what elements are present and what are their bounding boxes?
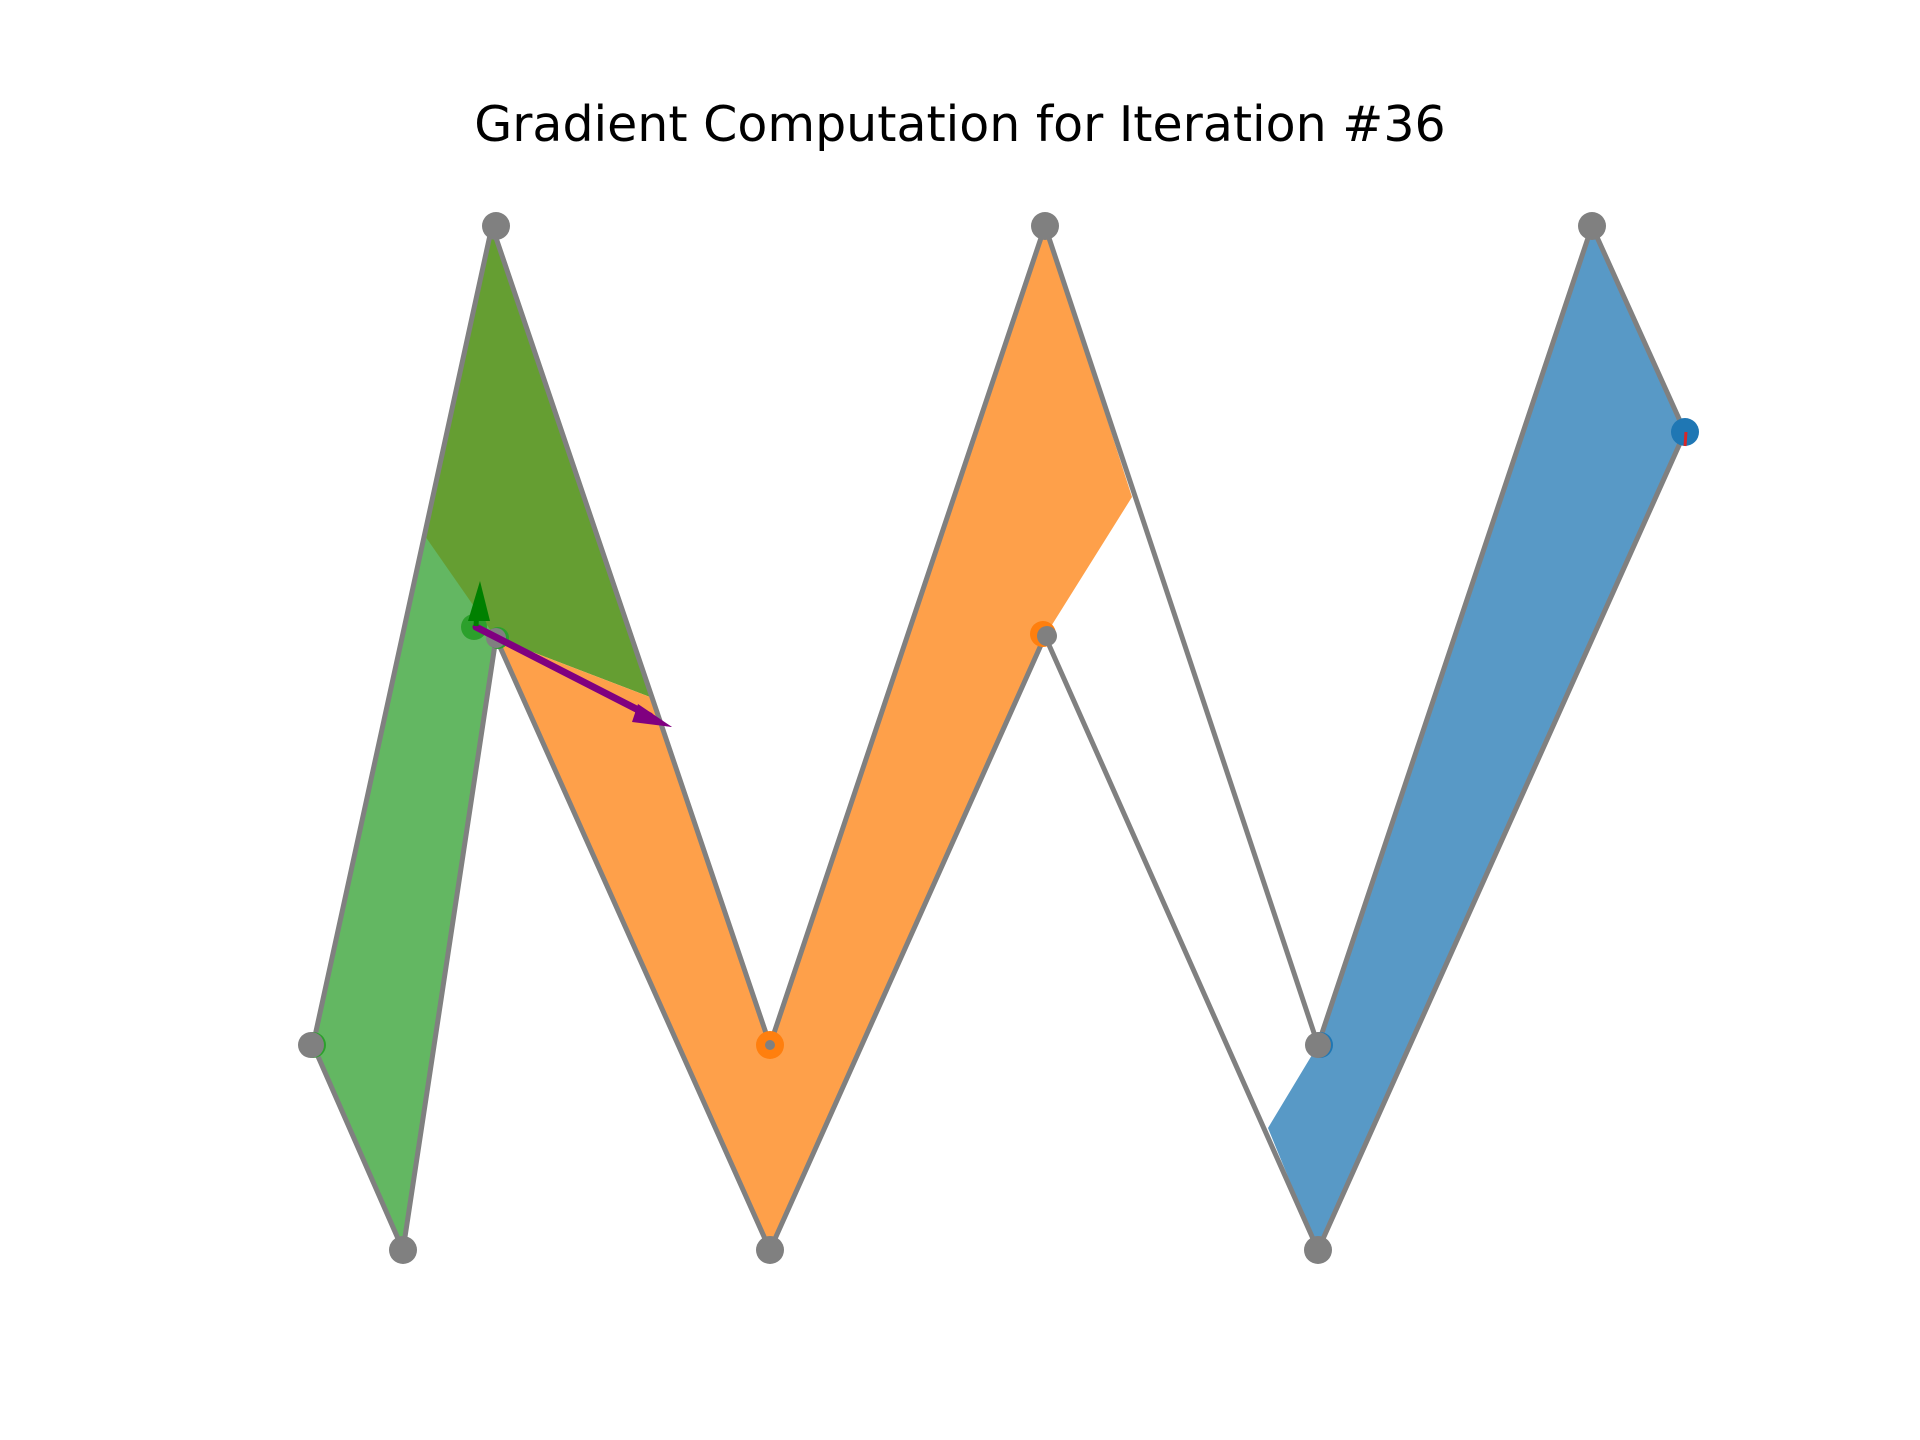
vertex-low-middle	[765, 1040, 775, 1050]
vertex-bottom-2	[756, 1236, 784, 1264]
orange-region	[496, 226, 1132, 1250]
up-arrow-head	[468, 581, 490, 621]
small-red-arrow	[1683, 431, 1688, 447]
green-dark-region	[425, 226, 650, 697]
vertex-low-right	[1305, 1032, 1331, 1058]
vertex-bottom-3	[1304, 1236, 1332, 1264]
arrows	[468, 431, 1688, 727]
figure-title: Gradient Computation for Iteration #36	[474, 96, 1446, 153]
gradient-arrow-head-2	[632, 704, 672, 727]
vertex-top-2	[1031, 212, 1059, 240]
vertex-low-left	[298, 1032, 324, 1058]
blue-region	[1268, 226, 1685, 1250]
gradient-arrow	[472, 623, 654, 720]
vertices	[298, 212, 1606, 1264]
vertex-top-3	[1578, 212, 1606, 240]
vertex-bottom-1	[389, 1236, 417, 1264]
vertex-top-1	[482, 212, 510, 240]
regions	[313, 226, 1685, 1250]
vertex-mid-right	[1037, 626, 1057, 646]
